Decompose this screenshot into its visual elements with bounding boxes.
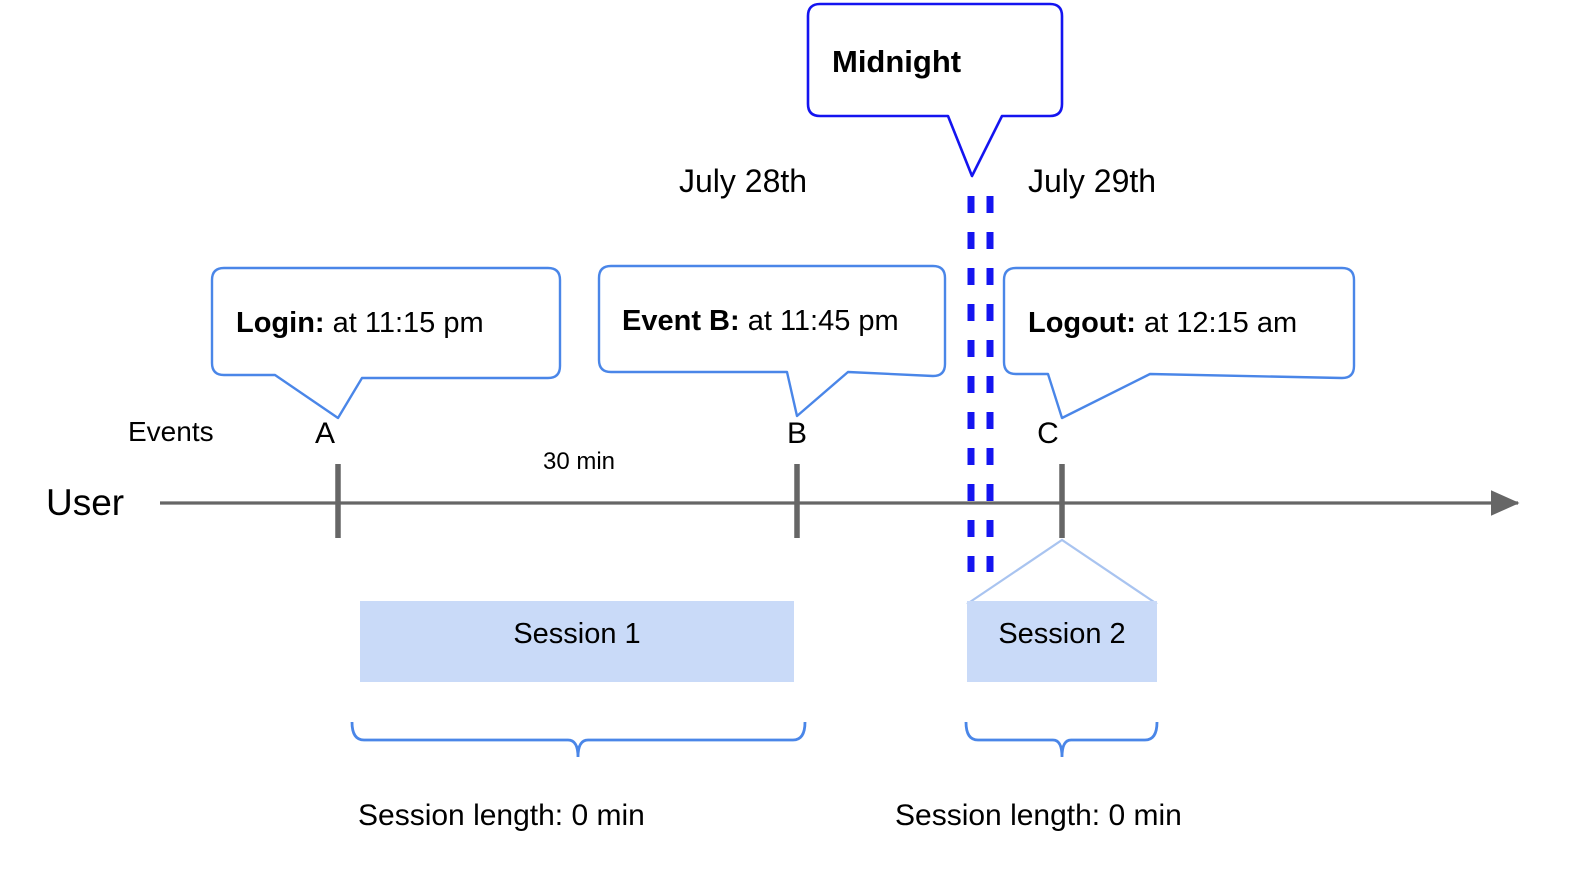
session-2-brace-shape [964, 721, 1159, 758]
session-2-box-shape [967, 601, 1157, 682]
timeline-axis [160, 464, 1520, 538]
session-2-box-label: Session 2 [998, 618, 1125, 650]
tick-label-c: C [1037, 417, 1059, 450]
callout-rest-login: at 11:15 pm [325, 307, 484, 339]
session-1-box-label: Session 1 [513, 618, 640, 650]
session-2-connector [966, 538, 1158, 605]
tick-label-a: A [315, 417, 335, 450]
midnight-callout-label: Midnight [832, 44, 961, 79]
user-row-label: User [46, 482, 124, 523]
session-2-box: Session 2 [967, 601, 1157, 682]
session-2-brace [964, 721, 1159, 758]
session-1-length-label: Session length: 0 min [358, 799, 645, 832]
event-callout-login-label: Login: at 11:15 pm [236, 307, 484, 339]
session-1-brace-shape [350, 721, 807, 758]
session-2-connector-lines [966, 538, 1158, 605]
date-label-july-28: July 28th [679, 163, 807, 199]
callout-rest-event-b: at 11:45 pm [740, 305, 899, 337]
event-callout-event-b-label: Event B: at 11:45 pm [622, 305, 899, 337]
midnight-dashed-lines [967, 196, 994, 572]
event-callout-login-shape [210, 266, 562, 420]
event-callout-event-b: Event B: at 11:45 pm [597, 264, 947, 418]
session-1-box: Session 1 [360, 601, 794, 682]
midnight-callout: Midnight [806, 2, 1064, 178]
callout-lead-login: Login: [236, 307, 325, 339]
event-callout-logout-shape [1002, 266, 1356, 420]
event-callout-event-b-shape [597, 264, 947, 418]
date-label-july-29: July 29th [1028, 163, 1156, 199]
event-callout-login: Login: at 11:15 pm [210, 266, 562, 420]
session-2-length-label: Session length: 0 min [895, 799, 1182, 832]
callout-lead-event-b: Event B: [622, 305, 740, 337]
callout-rest-logout: at 12:15 am [1136, 307, 1297, 339]
session-1-box-shape [360, 601, 794, 682]
session-1-brace [350, 721, 807, 758]
midnight-callout-shape [806, 2, 1064, 178]
gap-duration-label: 30 min [543, 448, 615, 475]
event-callout-logout: Logout: at 12:15 am [1002, 266, 1356, 420]
event-callout-logout-label: Logout: at 12:15 am [1028, 307, 1297, 339]
tick-label-b: B [787, 417, 807, 450]
callout-lead-logout: Logout: [1028, 307, 1136, 339]
events-row-label: Events [128, 416, 214, 447]
